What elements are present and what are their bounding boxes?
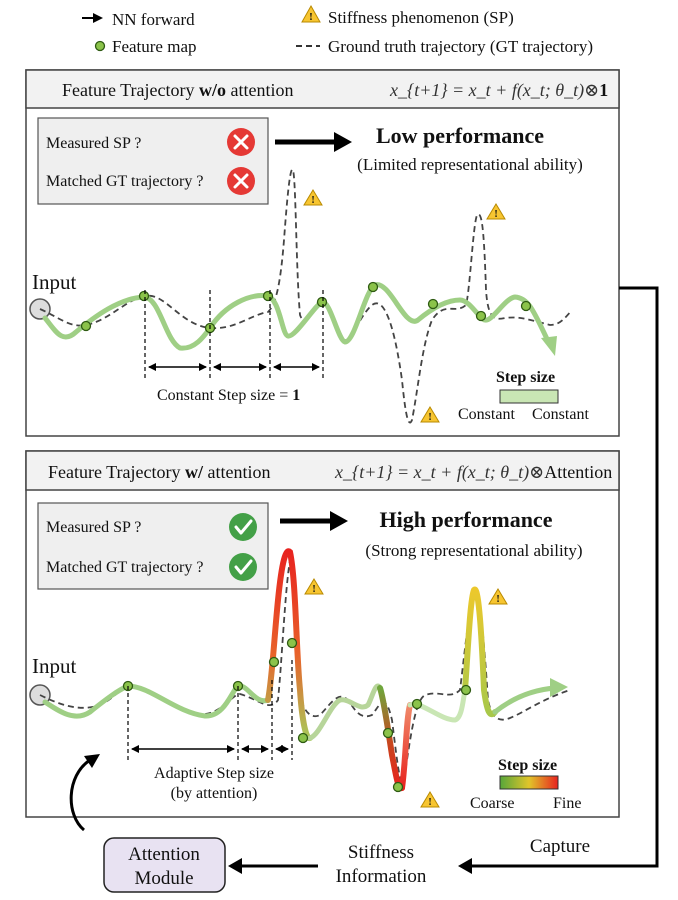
capture-label: Capture: [530, 836, 590, 857]
attention-module-box: [103, 837, 226, 893]
warning-icon: !: [488, 588, 508, 605]
feature-map-dot: [316, 296, 328, 308]
feature-map-dot: [286, 637, 298, 649]
pass-icon: [229, 513, 257, 541]
check-matched-gt: Matched GT trajectory ?: [46, 559, 203, 576]
feedback-flow: Capture Stiffness Information Attention …: [69, 286, 659, 893]
feature-map-dot: [460, 684, 472, 696]
step-size-sublabel: (by attention): [171, 785, 258, 802]
legend: NN forward ! Stiffness phenomenon (SP) F…: [82, 4, 593, 56]
adaptive-trajectory-dip-rise: [399, 702, 413, 791]
check-matched-gt: Matched GT trajectory ?: [46, 173, 203, 190]
pass-icon: [229, 553, 257, 581]
legend-stiffness: Stiffness phenomenon (SP): [328, 8, 514, 27]
capture-connector: [470, 286, 659, 868]
attention-feedback-arrow-head: [84, 754, 100, 768]
feature-map-dot: [80, 320, 92, 332]
feature-map-dot: [297, 732, 309, 744]
info-arrow-head: [228, 858, 242, 874]
attention-module-label-2: Module: [134, 868, 193, 889]
feature-map-dot: [382, 727, 394, 739]
adaptive-trajectory-mid: [307, 683, 383, 741]
svg-text:!: !: [311, 195, 314, 206]
panel-with-attention: Feature Trajectory w/ attention x_{t+1} …: [25, 450, 620, 818]
step-size-legend-title: Step size: [498, 757, 557, 774]
feature-map-dot: [475, 310, 487, 322]
panel-header: [25, 450, 620, 491]
legend-gt-trajectory: Ground truth trajectory (GT trajectory): [328, 37, 593, 56]
feature-map-dot: [367, 281, 379, 293]
adaptive-trajectory-tail: [492, 685, 558, 715]
svg-text:!: !: [312, 584, 315, 595]
panel-without-attention: Feature Trajectory w/o attention x_{t+1}…: [25, 69, 620, 437]
warning-icon: !: [304, 578, 324, 595]
performance-sublabel: (Strong representational ability): [365, 541, 582, 560]
performance-sublabel: (Limited representational ability): [357, 155, 583, 174]
svg-text:!: !: [496, 594, 499, 605]
svg-text:!: !: [494, 209, 497, 220]
step-size-legend-bar: [499, 775, 559, 790]
step-size-legend-left: Coarse: [470, 795, 514, 812]
step-markers: [127, 660, 293, 760]
check-measured-sp: Measured SP ?: [46, 519, 141, 536]
warning-icon: !: [420, 791, 440, 808]
adaptive-trajectory-spike2: [462, 586, 498, 718]
legend-nn-forward: NN forward: [112, 10, 195, 29]
performance-label: Low performance: [376, 123, 544, 148]
fail-icon: [227, 167, 255, 195]
input-label: Input: [32, 654, 76, 678]
attention-feedback-arrow: [69, 758, 91, 832]
feature-map-dot: [138, 290, 150, 302]
svg-text:!: !: [428, 412, 431, 423]
feature-map-dot: [411, 698, 423, 710]
fail-icon: [227, 128, 255, 156]
panel-header: [25, 69, 620, 109]
step-markers: [144, 290, 324, 380]
performance-label: High performance: [380, 507, 553, 532]
adaptive-trajectory-spike: [265, 548, 313, 741]
input-label: Input: [32, 270, 76, 294]
trajectory-arrow-head: [550, 678, 568, 697]
feature-map-dot: [262, 290, 274, 302]
capture-arrow-head: [458, 858, 472, 874]
check-box: [37, 502, 269, 590]
attention-module-label: Attention: [128, 844, 200, 865]
update-formula: x_{t+1} = x_t + f(x_t; θ_t)⊗Attention: [334, 462, 612, 483]
result-arrow-head: [334, 132, 352, 152]
trajectory-arrow-head: [541, 336, 557, 356]
step-size-label: Constant Step size = 1: [157, 387, 300, 404]
svg-text:!: !: [428, 797, 431, 808]
feature-map-dot: [268, 656, 280, 668]
step-size-legend-left: Constant: [458, 406, 515, 423]
step-size-legend-right: Constant: [532, 406, 589, 423]
warning-icon: !: [486, 203, 506, 220]
warning-icon: !: [420, 406, 440, 423]
feature-map-dot: [427, 298, 439, 310]
feature-map-dots: [122, 637, 472, 793]
warning-icon: !: [301, 4, 321, 23]
result-arrow-head: [330, 511, 348, 531]
stiffness-info-label: Stiffness: [348, 842, 414, 863]
update-formula: x_{t+1} = x_t + f(x_t; θ_t)⊗1: [389, 80, 608, 101]
feature-map-dots: [80, 281, 532, 334]
panel-title: Feature Trajectory w/ attention: [48, 462, 270, 482]
warning-icon: !: [303, 189, 323, 206]
svg-text:!: !: [309, 11, 313, 23]
feature-map-dot: [520, 300, 532, 312]
step-size-legend-bar: [499, 389, 559, 404]
feature-map-dot-icon: [94, 40, 106, 52]
panel-title: Feature Trajectory w/o attention: [62, 80, 293, 100]
check-measured-sp: Measured SP ?: [46, 135, 141, 152]
check-box: [37, 117, 269, 205]
step-size-legend-title: Step size: [496, 369, 555, 386]
stiffness-info-label-2: Information: [336, 866, 427, 887]
step-size-label: Adaptive Step size: [154, 765, 274, 782]
step-size-legend-right: Fine: [553, 795, 581, 812]
feature-map-dot: [392, 781, 404, 793]
legend-feature-map: Feature map: [112, 37, 197, 56]
